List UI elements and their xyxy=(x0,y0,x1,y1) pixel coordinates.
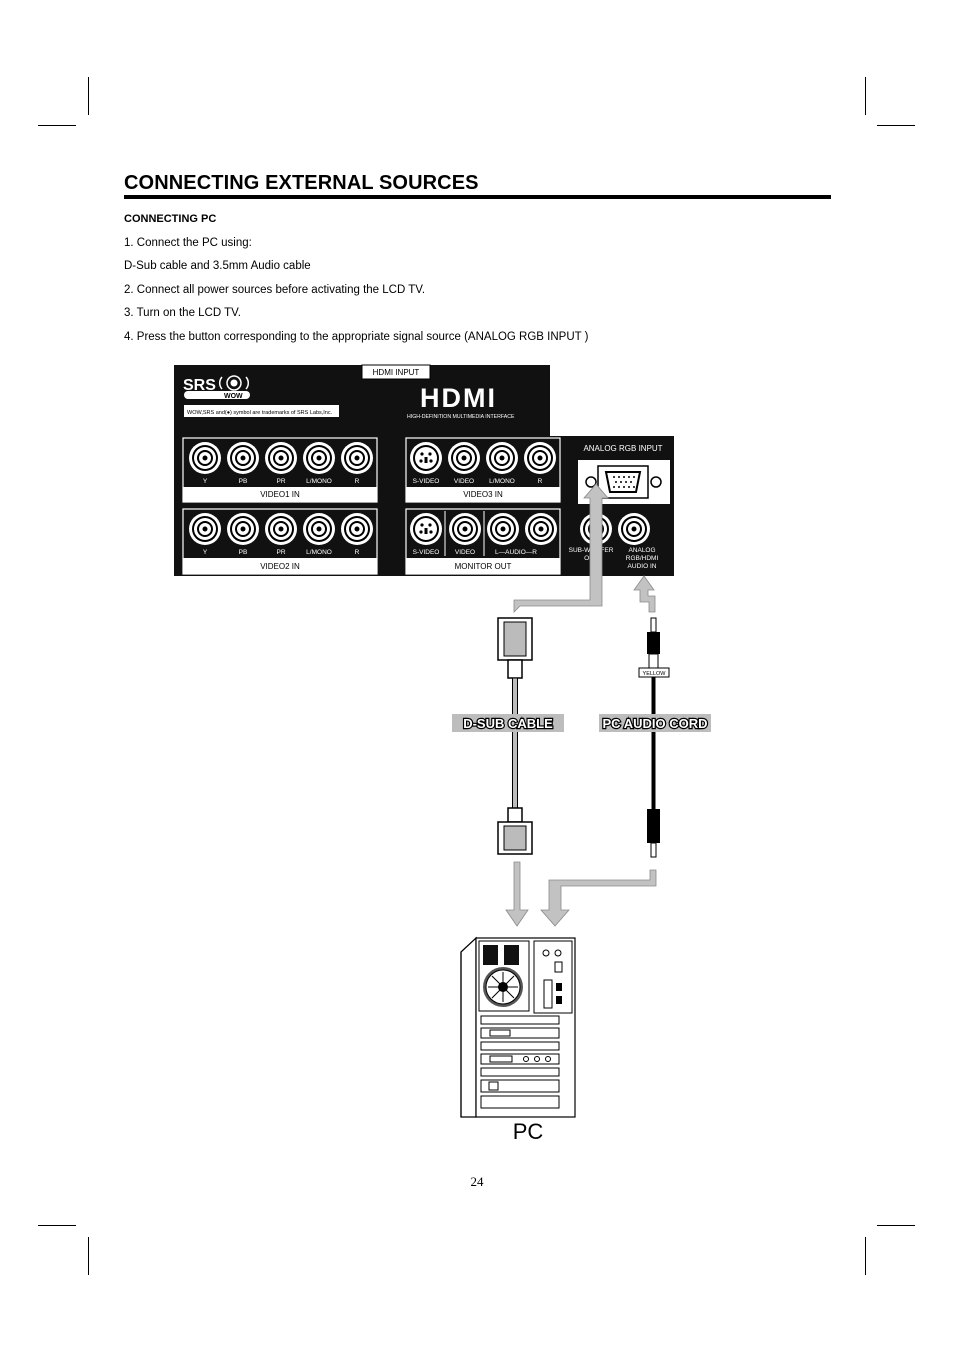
audio-in-label: ANALOG xyxy=(628,547,655,554)
jack-label: PR xyxy=(276,478,285,485)
jack-label: Y xyxy=(203,549,208,556)
crop-mark xyxy=(38,125,76,126)
video3-video-jack xyxy=(448,442,480,474)
srs-wow: WOW xyxy=(224,393,243,400)
hdmi-logo: HDMI xyxy=(420,383,497,413)
video1-y-jack xyxy=(189,442,221,474)
jack-label: L/MONO xyxy=(306,549,332,556)
video1-pr-jack xyxy=(265,442,297,474)
dsub-cable xyxy=(497,617,533,855)
srs-logo: SRS xyxy=(183,377,216,394)
jack-label: R xyxy=(538,478,543,485)
video1-l-jack xyxy=(303,442,335,474)
jack-label: S-VIDEO xyxy=(413,478,440,485)
jack-label: PB xyxy=(239,549,248,556)
hdmi-tagline: HIGH-DEFINITION MULTIMEDIA INTERFACE xyxy=(407,414,515,420)
video1-pb-jack xyxy=(227,442,259,474)
jack-label: L/MONO xyxy=(306,478,332,485)
video3-r-jack xyxy=(524,442,556,474)
jack-label: PB xyxy=(239,478,248,485)
video3-l-jack xyxy=(486,442,518,474)
jack-label: VIDEO xyxy=(454,478,474,485)
hdmi-input-box xyxy=(361,364,431,380)
step-text: 4. Press the button corresponding to the… xyxy=(124,331,589,343)
analog-audio-in-jack xyxy=(618,513,650,545)
video3-in-group: S-VIDEO VIDEO L/MONO R VIDEO3 IN xyxy=(405,437,561,503)
jack-label: Y xyxy=(203,478,208,485)
video2-pb-jack xyxy=(227,513,259,545)
section-heading: CONNECTING PC xyxy=(124,213,217,225)
monitor-audio-r-jack xyxy=(525,513,557,545)
tv-rear-panel: HDMI INPUT HDMI HIGH-DEFINITION MULTIMED… xyxy=(174,364,674,576)
pc-tower-icon xyxy=(460,936,576,1118)
jack-label: PR xyxy=(276,549,285,556)
crop-mark xyxy=(877,125,915,126)
analog-rgb-input-label: ANALOG RGB INPUT xyxy=(583,444,662,453)
step-text: 1. Connect the PC using: xyxy=(124,237,252,249)
jack-label: VIDEO xyxy=(455,549,475,556)
video2-r-jack xyxy=(341,513,373,545)
monitor-svideo-jack xyxy=(410,513,442,545)
audio-in-label: RGB/HDMI xyxy=(626,555,659,562)
analog-rgb-input-group: ANALOG RGB INPUT xyxy=(578,444,670,504)
srs-wow-bar xyxy=(184,391,250,399)
video3-svideo-jack xyxy=(410,442,442,474)
video1-r-jack xyxy=(341,442,373,474)
video2-l-jack xyxy=(303,513,335,545)
srs-trademark: WOW,SRS and(●) symbol are trademarks of … xyxy=(187,410,333,416)
crop-mark xyxy=(88,77,89,115)
step-text: 2. Connect all power sources before acti… xyxy=(124,284,426,296)
crop-mark xyxy=(865,1237,866,1275)
jack-label: R xyxy=(355,478,360,485)
yellow-tag: YELLOW xyxy=(643,671,667,677)
step-text: D-Sub cable and 3.5mm Audio cable xyxy=(124,260,311,272)
video1-in-group: Y PB PR L/MONO R VIDEO1 IN xyxy=(182,437,378,503)
jack-label: L—AUDIO—R xyxy=(495,549,537,556)
crop-mark xyxy=(877,1225,915,1226)
step-text: 3. Turn on the LCD TV. xyxy=(124,307,241,319)
srs-trademark-box xyxy=(184,405,339,417)
video3-label: VIDEO3 IN xyxy=(463,490,503,499)
pc-audio-cord-label: PC AUDIO CORD xyxy=(603,716,708,731)
pc-audio-cord: YELLOW xyxy=(638,617,670,858)
video2-y-jack xyxy=(189,513,221,545)
crop-mark xyxy=(38,1225,76,1226)
video2-in-group: Y PB PR L/MONO R VIDEO2 IN xyxy=(182,508,378,575)
jack-label: R xyxy=(355,549,360,556)
crop-mark xyxy=(88,1237,89,1275)
pc-arrows xyxy=(505,861,657,927)
srs-circle-icon xyxy=(218,375,250,391)
audio-in-label: AUDIO IN xyxy=(628,563,657,570)
video2-pr-jack xyxy=(265,513,297,545)
video1-label: VIDEO1 IN xyxy=(260,490,300,499)
dsub-cable-label: D-SUB CABLE xyxy=(463,716,553,731)
jack-label: L/MONO xyxy=(489,478,515,485)
title-rule xyxy=(124,195,831,199)
video2-label: VIDEO2 IN xyxy=(260,562,300,571)
connection-arrows xyxy=(513,483,656,613)
crop-mark xyxy=(865,77,866,115)
monitor-audio-l-jack xyxy=(487,513,519,545)
monitor-out-label: MONITOR OUT xyxy=(455,562,512,571)
page-number: 24 xyxy=(470,1174,484,1189)
hdmi-input-label: HDMI INPUT xyxy=(373,368,420,377)
pc-label: PC xyxy=(513,1119,544,1144)
monitor-video-jack xyxy=(449,513,481,545)
audio-cord-label-box xyxy=(599,714,711,732)
monitor-out-group: S-VIDEO VIDEO L—AUDIO—R MONITOR OUT xyxy=(405,508,561,575)
dsub-label-box xyxy=(452,714,564,732)
jack-label: S-VIDEO xyxy=(413,549,440,556)
page-title: CONNECTING EXTERNAL SOURCES xyxy=(124,172,479,194)
